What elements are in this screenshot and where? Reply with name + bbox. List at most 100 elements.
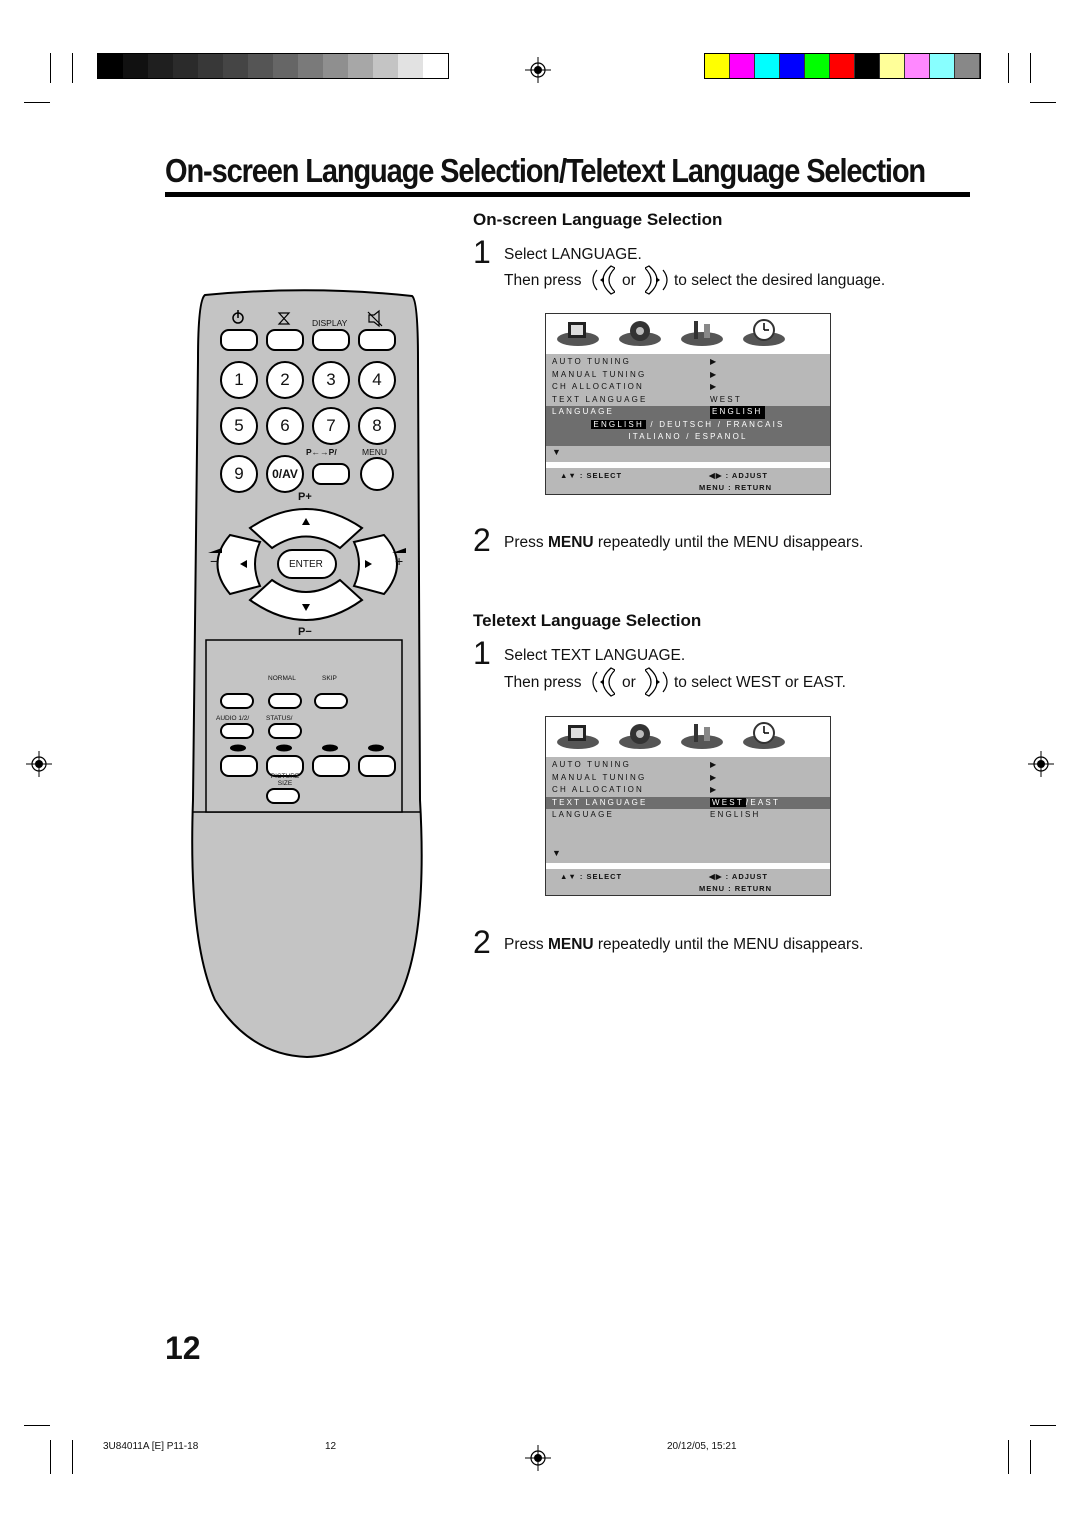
menu-footer: ▲▼ : SELECT ◀▶ : ADJUST MENU : RETURN [546, 468, 830, 494]
remote-blue-button[interactable] [358, 755, 396, 777]
remote-digit-6[interactable]: 6 [266, 407, 304, 445]
grayscale-swatch [223, 54, 248, 78]
onscreen-menu-screen: AUTO TUNING▶ MANUAL TUNING▶ CH ALLOCATIO… [545, 313, 831, 495]
remote-display-button[interactable] [312, 329, 350, 351]
menu-row-manual-tuning[interactable]: MANUAL TUNING▶ [552, 369, 719, 379]
remote-vol-minus-label: − [210, 553, 219, 569]
menu-row-ch-allocation[interactable]: CH ALLOCATION▶ [552, 785, 719, 794]
teletext-heading: Teletext Language Selection [473, 611, 702, 630]
grayscale-swatch [173, 54, 198, 78]
grayscale-swatch [273, 54, 298, 78]
crop-mark [1008, 1440, 1009, 1474]
grayscale-swatch [298, 54, 323, 78]
remote-sleep-button[interactable] [266, 329, 304, 351]
remote-red-button[interactable] [220, 755, 258, 777]
remote-green-button[interactable] [266, 755, 304, 777]
remote-pp-button[interactable] [312, 463, 350, 485]
right-button-icon [645, 667, 668, 697]
crop-mark [1030, 53, 1031, 83]
menu-row-manual-tuning[interactable]: MANUAL TUNING▶ [552, 772, 719, 782]
footer-return-hint: MENU : RETURN [699, 884, 772, 893]
language-options-rest[interactable]: / DEUTSCH / FRANCAIS [645, 419, 785, 429]
remote-digit-8[interactable]: 8 [358, 407, 396, 445]
crop-mark [72, 1440, 73, 1474]
remote-power-button[interactable] [220, 329, 258, 351]
grayscale-swatch [148, 54, 173, 78]
remote-enter-button[interactable]: ENTER [289, 559, 323, 570]
menu-rows: AUTO TUNING▶ MANUAL TUNING▶ CH ALLOCATIO… [546, 354, 830, 462]
page-title: On-screen Language Selection/Teletext La… [165, 152, 926, 189]
onscreen-step2-text: Press MENU repeatedly until the MENU dis… [504, 534, 864, 551]
menu-row-ch-allocation[interactable]: CH ALLOCATION▶ [552, 382, 719, 391]
more-down-arrow-icon: ▼ [552, 446, 564, 457]
remote-p-plus-label: P+ [298, 491, 312, 503]
crop-mark [72, 53, 73, 83]
remote-digit-1[interactable]: 1 [220, 361, 258, 399]
grayscale-swatch [123, 54, 148, 78]
onscreen-step1-number: 1 [473, 234, 491, 270]
remote-status-button[interactable] [268, 723, 302, 739]
remote-audio-button[interactable] [220, 723, 254, 739]
remote-mute-button[interactable] [358, 329, 396, 351]
remote-normal-label: NORMAL [268, 675, 296, 682]
footer-select-hint: ▲▼ : SELECT [560, 471, 623, 480]
timer-menu-icon [743, 319, 785, 346]
grayscale-swatch [248, 54, 273, 78]
more-down-arrow-icon: ▼ [552, 847, 564, 858]
footer-code: 3U84011A [E] P11-18 [103, 1441, 199, 1452]
remote-status-label: STATUS/ [266, 715, 293, 722]
teletext-step1-or: or [622, 674, 636, 691]
menu-row-auto-tuning[interactable]: AUTO TUNING▶ [552, 357, 719, 366]
onscreen-heading: On-screen Language Selection [473, 210, 723, 229]
remote-normal-button[interactable] [268, 693, 302, 709]
teletext-step1-then: Then press [504, 674, 582, 691]
color-swatch [730, 54, 755, 78]
footer-adjust-hint: ◀▶ : ADJUST [709, 872, 768, 881]
teletext-step1-number: 1 [473, 635, 491, 671]
remote-digit-7[interactable]: 7 [312, 407, 350, 445]
footer-datetime: 20/12/05, 15:21 [667, 1441, 737, 1452]
menu-row-auto-tuning[interactable]: AUTO TUNING▶ [552, 760, 719, 769]
remote-skip-label: SKIP [322, 675, 337, 682]
menu-footer: ▲▼ : SELECT ◀▶ : ADJUST MENU : RETURN [546, 869, 830, 895]
color-swatch [705, 54, 730, 78]
remote-digit-3[interactable]: 3 [312, 361, 350, 399]
color-swatch [805, 54, 830, 78]
grayscale-swatch [348, 54, 373, 78]
title-rule [165, 192, 970, 197]
footer-select-hint: ▲▼ : SELECT [560, 872, 623, 881]
crop-mark [1030, 1425, 1056, 1426]
color-swatch [955, 54, 980, 78]
remote-digit-2[interactable]: 2 [266, 361, 304, 399]
color-swatch [830, 54, 855, 78]
remote-vol-plus-label: + [395, 553, 404, 569]
remote-menu-label: MENU [362, 447, 388, 457]
remote-skip-button[interactable] [314, 693, 348, 709]
remote-digit-5[interactable]: 5 [220, 407, 258, 445]
grayscale-calibration-bar [97, 53, 449, 79]
registration-mark-icon [525, 57, 551, 83]
remote-menu-button[interactable] [360, 457, 394, 491]
sound-menu-icon [619, 724, 661, 749]
grayscale-swatch [323, 54, 348, 78]
remote-picture-size-label: PICTURE SIZE [270, 773, 300, 787]
language-options-line2[interactable]: ITALIANO / ESPANOL [628, 432, 748, 441]
remote-0-av-button[interactable]: 0/AV [266, 455, 304, 493]
language-option-selected[interactable]: ENGLISH [591, 419, 646, 429]
remote-picture-size-button[interactable] [266, 788, 300, 804]
crop-mark [1030, 1440, 1031, 1474]
footer-adjust-hint: ◀▶ : ADJUST [709, 471, 768, 480]
picture-menu-icon [557, 725, 599, 749]
remote-yellow-button[interactable] [312, 755, 350, 777]
grayscale-swatch [423, 54, 448, 78]
color-swatch [855, 54, 880, 78]
grayscale-swatch [398, 54, 423, 78]
remote-digit-9[interactable]: 9 [220, 455, 258, 493]
remote-digit-4[interactable]: 4 [358, 361, 396, 399]
remote-text-button[interactable] [220, 693, 254, 709]
remote-p-minus-label: P− [298, 626, 312, 638]
